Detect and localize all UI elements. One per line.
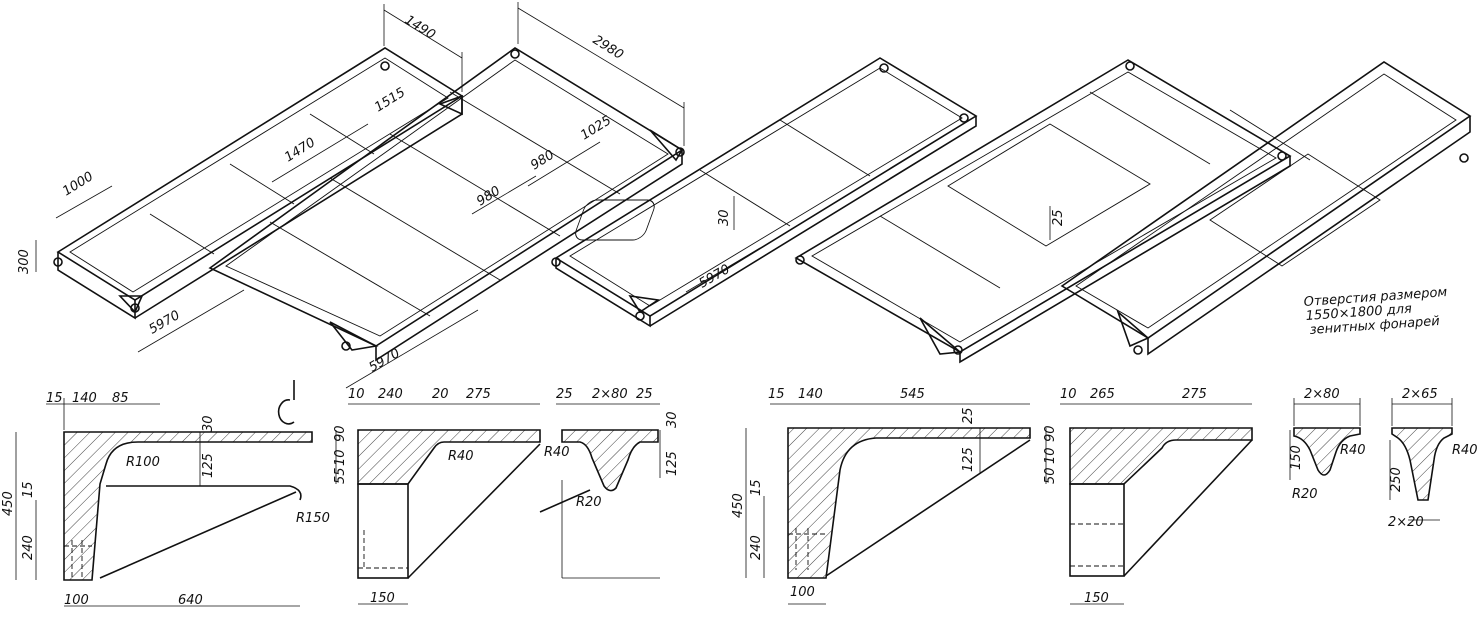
- dim-5970-b: 5970: [367, 346, 403, 376]
- s7-r40: R40: [1452, 443, 1478, 458]
- s4-dim-25: 25: [961, 407, 976, 424]
- s2-dim-10v: 10: [333, 449, 348, 466]
- s1-dim-100: 100: [64, 593, 89, 608]
- panel-3d-5: [1060, 61, 1472, 356]
- dim-1025: 1025: [578, 113, 614, 143]
- s4-dim-15v: 15: [749, 479, 764, 496]
- s7-dim-2x65: 2×65: [1402, 387, 1438, 402]
- s6-r20: R20: [1292, 487, 1318, 502]
- section-2: 10 240 20 275 90 10 55 150 R40: [333, 387, 541, 606]
- s1-dim-640: 640: [178, 593, 203, 608]
- skylight-note: Отверстия размером 1550×1800 для зенитны…: [1303, 285, 1448, 338]
- s3-dim-25a: 25: [556, 387, 573, 402]
- panel-3d-1: [53, 47, 464, 320]
- s5-dim-10: 10: [1060, 387, 1077, 402]
- dim-25: 25: [1051, 209, 1066, 226]
- s6-dim-2x80: 2×80: [1304, 387, 1340, 402]
- s2-dim-55: 55: [333, 467, 348, 484]
- panel-3d-2: [208, 47, 685, 362]
- s4-dim-450: 450: [731, 493, 746, 518]
- s3-dim-25b: 25: [636, 387, 653, 402]
- s5-dim-90: 90: [1043, 425, 1058, 442]
- panel-3d-4: [794, 59, 1292, 364]
- section-7: 2×65 250 R40 2×20: [1388, 387, 1478, 530]
- s2-dim-240: 240: [378, 387, 403, 402]
- s5-dim-150: 150: [1084, 591, 1109, 606]
- s3-r20: R20: [576, 495, 602, 510]
- s6-r40: R40: [1340, 443, 1366, 458]
- s1-dim-450: 450: [1, 491, 16, 516]
- s4-dim-100: 100: [790, 585, 815, 600]
- dims-3d-labels: 1490 2980 1515 1470 1025 980 980 1000 30…: [17, 13, 1066, 376]
- panel-3d-3: [551, 57, 978, 328]
- s2-dim-90: 90: [333, 425, 348, 442]
- s3-r40: R40: [544, 445, 570, 460]
- dim-2980: 2980: [590, 33, 626, 63]
- section-6: 2×80 150 R40 R20: [1289, 387, 1366, 502]
- s1-dim-240: 240: [21, 535, 36, 560]
- s2-dim-150: 150: [370, 591, 395, 606]
- s1-dim-30: 30: [201, 415, 216, 432]
- s2-dim-275: 275: [466, 387, 491, 402]
- note-line-2: 1550×1800 для: [1305, 302, 1412, 324]
- s2-dim-10: 10: [348, 387, 365, 402]
- s2-r40: R40: [448, 449, 474, 464]
- s1-dim-140: 140: [72, 391, 97, 406]
- s5-dim-50: 50: [1043, 467, 1058, 484]
- dims-3d: [35, 2, 1051, 389]
- dim-30: 30: [717, 209, 732, 226]
- s5-dim-265: 265: [1090, 387, 1115, 402]
- s4-dim-125: 125: [961, 447, 976, 472]
- dim-1490: 1490: [402, 13, 438, 43]
- s6-dim-150: 150: [1289, 445, 1304, 470]
- s3-dim-125: 125: [665, 451, 680, 476]
- dim-1000: 1000: [60, 169, 96, 199]
- section-4: 15 140 545 25 450 15 240 125 100: [731, 387, 1031, 605]
- s1-r150: R150: [296, 511, 330, 526]
- dim-1515: 1515: [372, 85, 408, 115]
- s2-dim-20: 20: [432, 387, 449, 402]
- section-1: 15 140 85 30 450 15 240 125 100 640 R100…: [1, 380, 330, 608]
- s3-dim-2x80: 2×80: [592, 387, 628, 402]
- s7-dim-2x20: 2×20: [1388, 515, 1424, 530]
- section-5: 10 265 275 90 10 50 150: [1043, 387, 1253, 606]
- s1-dim-15v: 15: [21, 481, 36, 498]
- s5-dim-275: 275: [1182, 387, 1207, 402]
- s4-dim-240: 240: [749, 535, 764, 560]
- s1-dim-85: 85: [112, 391, 129, 406]
- dim-980-a: 980: [528, 148, 557, 174]
- s4-dim-140: 140: [798, 387, 823, 402]
- s5-dim-10v: 10: [1043, 447, 1058, 464]
- dim-5970-a: 5970: [147, 308, 183, 338]
- dim-1470: 1470: [282, 135, 318, 165]
- section-3: 25 2×80 25 30 125 R40 R20: [539, 387, 680, 579]
- dim-300: 300: [17, 249, 32, 274]
- s4-dim-545: 545: [900, 387, 925, 402]
- s1-dim-125: 125: [201, 453, 216, 478]
- s3-dim-30: 30: [665, 411, 680, 428]
- s7-dim-250: 250: [1389, 467, 1404, 492]
- s1-r100: R100: [126, 455, 160, 470]
- s1-dim-15: 15: [46, 391, 63, 406]
- s4-dim-15: 15: [768, 387, 785, 402]
